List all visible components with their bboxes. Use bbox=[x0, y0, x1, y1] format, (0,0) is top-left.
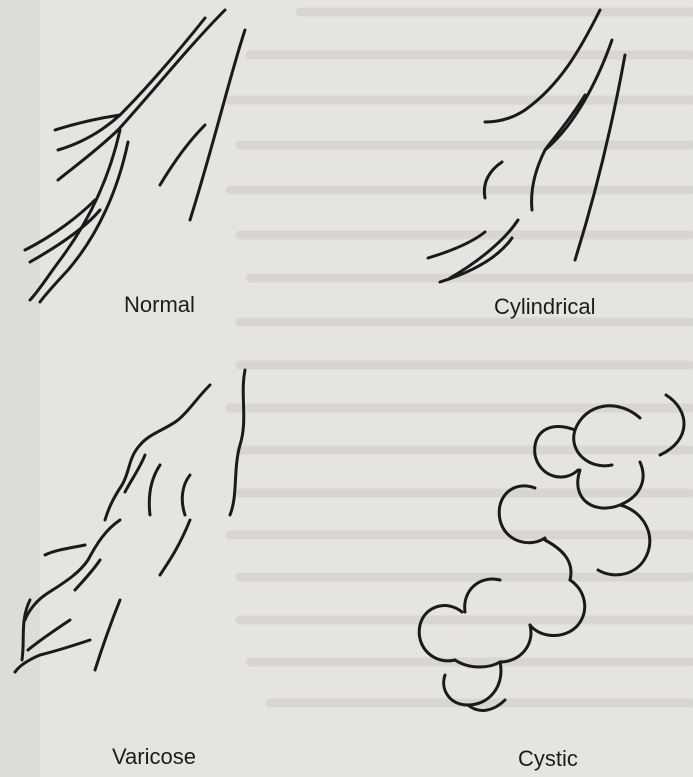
label-normal: Normal bbox=[124, 292, 195, 318]
label-cystic: Cystic bbox=[518, 746, 578, 772]
page-edge-shadow bbox=[0, 0, 40, 777]
label-varicose: Varicose bbox=[112, 744, 196, 770]
background-text-texture bbox=[230, 12, 690, 703]
normal-airway-diagram bbox=[25, 10, 245, 302]
label-cylindrical: Cylindrical bbox=[494, 294, 595, 320]
varicose-airway-diagram bbox=[15, 370, 245, 672]
